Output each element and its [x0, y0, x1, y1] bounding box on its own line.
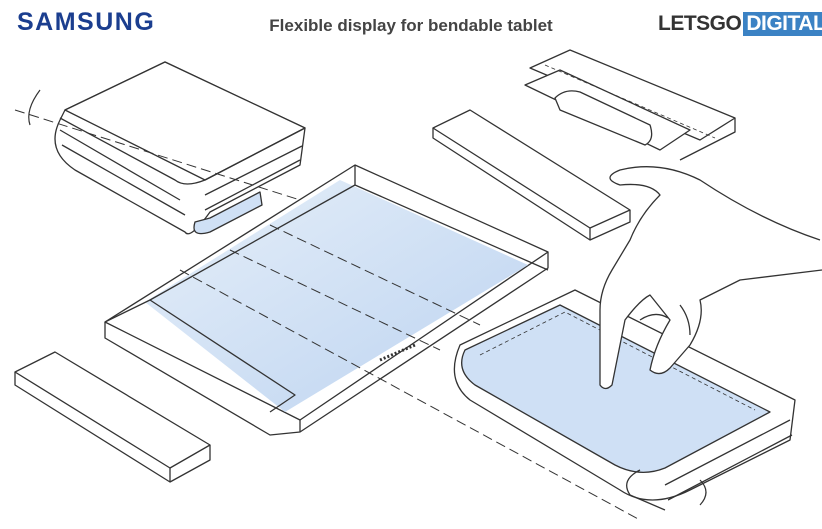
logo-part-letsgo: LETSGO	[658, 12, 742, 35]
folded-device-top-left	[14, 61, 306, 235]
page-title: Flexible display for bendable tablet	[269, 16, 553, 35]
flat-tablet	[104, 164, 641, 521]
hand-illustration	[599, 166, 822, 390]
folded-device-bottom-right	[453, 289, 796, 511]
end-cap-piece-top	[432, 109, 631, 241]
logo-part-digital: DIGITAL	[743, 12, 822, 36]
letsgodigital-logo: LETSGO DIGITAL	[658, 12, 822, 36]
samsung-logo: SAMSUNG	[17, 8, 156, 36]
folded-device-top-right	[524, 49, 736, 161]
end-cap-piece-bottom	[14, 351, 211, 483]
